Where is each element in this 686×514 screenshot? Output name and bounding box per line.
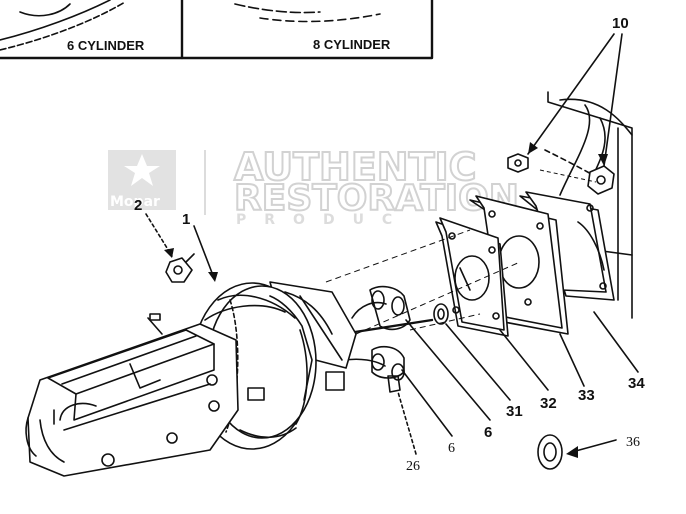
mopar-star-icon bbox=[124, 154, 160, 186]
eight-cylinder-caption: 8 CYLINDER bbox=[313, 37, 391, 52]
part-31-washer bbox=[433, 303, 449, 325]
header-panels: 6 CYLINDER 8 CYLINDER bbox=[0, 0, 434, 60]
part-36-washer bbox=[537, 434, 563, 470]
callout-26: 26 bbox=[406, 459, 420, 474]
watermark-line2: RESTORATION bbox=[234, 178, 519, 219]
part-2-fitting bbox=[165, 253, 195, 283]
watermark: Mopar AUTHENTIC RESTORATION PRODUC bbox=[108, 144, 520, 228]
part-32-spacer bbox=[435, 217, 509, 337]
callout-36: 36 bbox=[626, 435, 640, 450]
callout-31: 31 bbox=[506, 403, 523, 420]
callout-2: 2 bbox=[134, 197, 142, 214]
callout-10: 10 bbox=[612, 15, 629, 32]
master-cylinder bbox=[25, 313, 239, 477]
part-10-nuts bbox=[507, 153, 615, 195]
callout-34: 34 bbox=[628, 375, 645, 392]
callout-32: 32 bbox=[540, 395, 557, 412]
watermark-line1: AUTHENTIC bbox=[234, 145, 477, 189]
leader-lines bbox=[145, 33, 639, 458]
eight-cylinder-panel bbox=[180, 0, 434, 60]
mopar-logo-text: Mopar bbox=[110, 194, 160, 210]
callout-6-upper: 6 bbox=[484, 424, 492, 441]
part-26-bolt bbox=[387, 375, 401, 393]
six-cylinder-caption: 6 CYLINDER bbox=[67, 38, 145, 53]
callout-6-lower: 6 bbox=[448, 441, 455, 456]
callout-33: 33 bbox=[578, 387, 595, 404]
firewall bbox=[544, 91, 633, 319]
callout-1: 1 bbox=[182, 211, 190, 228]
callout-labels: 10 2 1 26 6 6 31 32 33 34 36 bbox=[134, 15, 645, 474]
watermark-line3: PRODUC bbox=[236, 212, 410, 228]
